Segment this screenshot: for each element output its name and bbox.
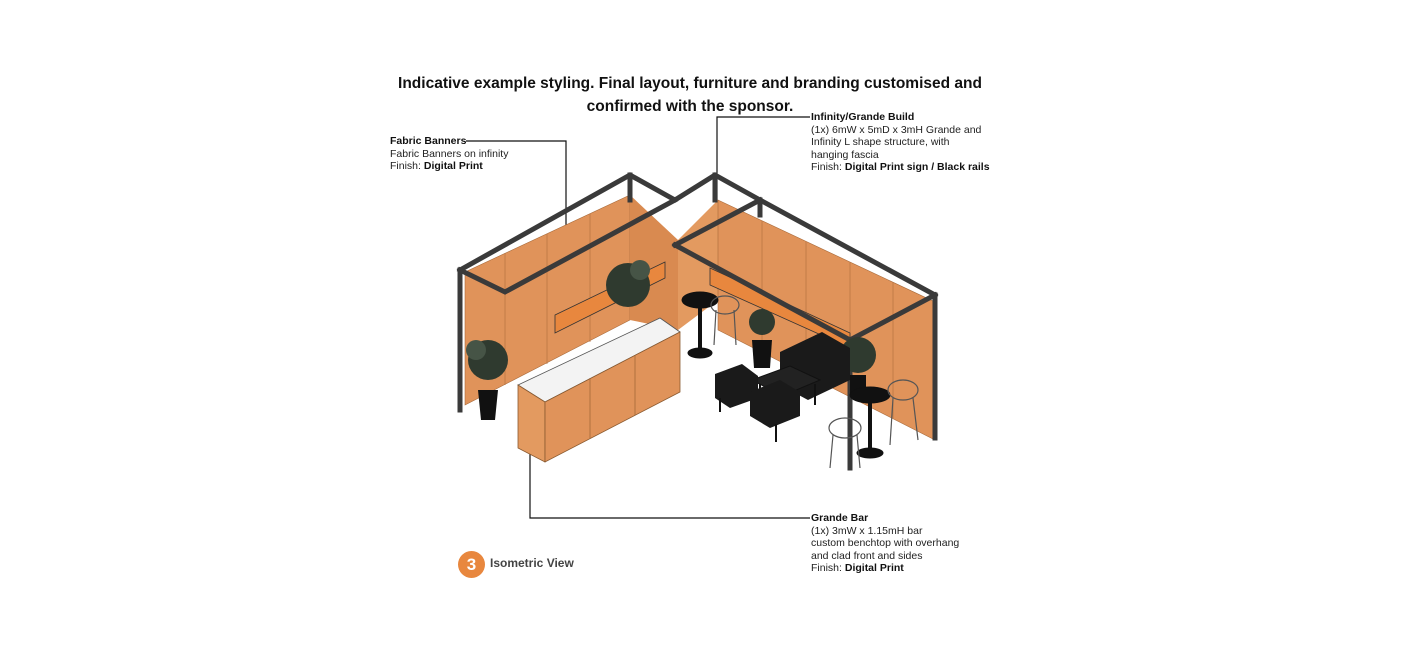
view-number-badge: 3 (458, 551, 485, 578)
black-rail-frame (456, 172, 939, 471)
plant-middle (749, 309, 775, 368)
finish-label: Finish: (811, 562, 842, 574)
callout-line: (1x) 3mW x 1.15mH bar (811, 524, 923, 537)
callout-line: custom benchtop with overhang (811, 537, 960, 549)
callout-heading: Grande Bar (811, 512, 869, 524)
finish-value: Digital Print (844, 562, 904, 574)
high-table-front (849, 386, 891, 459)
callout-heading: Infinity/Grande Build (811, 111, 915, 123)
armchair-1 (715, 364, 758, 412)
callout-fabric-banners: Fabric Banners Fabric Banners on infinit… (390, 135, 508, 173)
callout-line: and clad front and sides (811, 549, 923, 562)
stool-front-1 (828, 417, 862, 469)
finish-label: Finish: (390, 160, 421, 172)
page-title: Indicative example styling. Final layout… (398, 75, 982, 115)
callout-line: Fabric Banners on infinity (390, 147, 509, 160)
callout-line: hanging fascia (811, 148, 879, 161)
high-table-back (681, 291, 719, 359)
stool-front-2 (887, 379, 919, 446)
plant-left (466, 340, 508, 420)
callout-heading: Fabric Banners (390, 135, 467, 147)
callout-line: Infinity L shape structure, with (811, 136, 950, 148)
callout-grande-bar: Grande Bar (1x) 3mW x 1.15mH bar custom … (811, 512, 959, 575)
finish-value: Digital Print sign / Black rails (844, 161, 990, 173)
finish-label: Finish: (811, 161, 842, 173)
stool-back (710, 295, 740, 346)
leader-grande-bar (529, 440, 810, 519)
plant-back (606, 260, 650, 307)
callout-line: (1x) 6mW x 5mD x 3mH Grande and (811, 123, 982, 136)
armchair-2 (750, 380, 800, 442)
finish-value: Digital Print (423, 160, 483, 172)
callout-infinity-build: Infinity/Grande Build (1x) 6mW x 5mD x 3… (811, 111, 990, 174)
view-label: Isometric View (490, 556, 574, 570)
